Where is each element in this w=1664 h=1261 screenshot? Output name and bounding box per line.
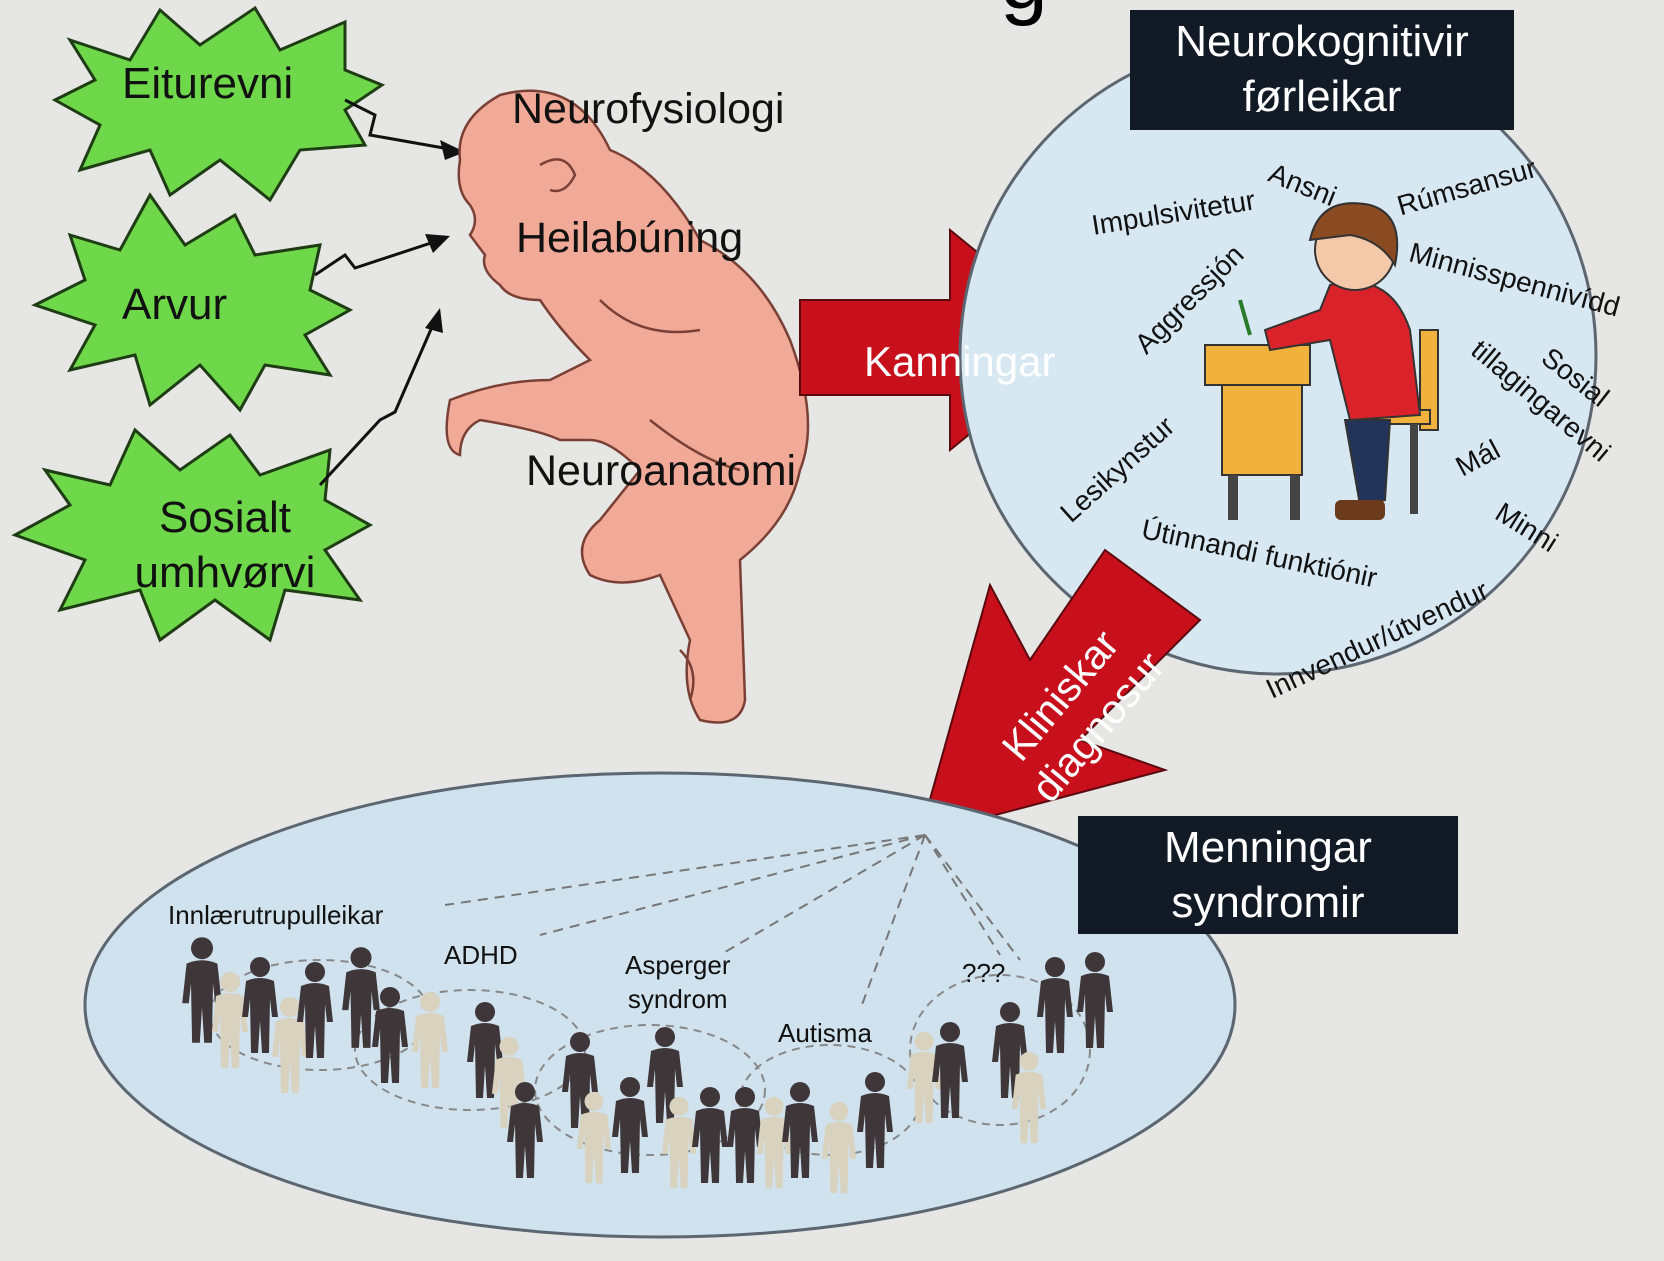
syndromes-ellipse (83, 771, 1237, 1239)
arrow-head-1 (440, 140, 465, 160)
syndromes-title-line2: syndromir (1171, 878, 1365, 927)
baby-illustration (445, 89, 810, 724)
factor-sosialt-umhvorvi: Sosialt umhvørvi (134, 493, 316, 597)
boy-at-desk-illustration (1204, 202, 1439, 520)
syndrome-asperger: Asperger syndrom (625, 952, 731, 1012)
syndrome-asperger-line2: syndrom (627, 984, 728, 1014)
burst-arvur (31, 192, 354, 413)
arrow-head-2 (425, 234, 450, 253)
syndrome-unknown: ??? (962, 958, 1006, 988)
neurocognitive-title-box: Neurokognitivir førleikar (1130, 10, 1514, 130)
factor-arvur: Arvur (122, 280, 228, 329)
neurocognitive-title-line1: Neurokognitivir (1175, 17, 1469, 66)
factor-eiturevni: Eiturevni (122, 59, 294, 108)
burst-sosialt-umhvorvi (11, 427, 374, 643)
diagnosur-arrow (918, 548, 1202, 837)
arrow-head-3 (425, 308, 443, 333)
label-neurofysiologi: Neurofysiologi (512, 85, 785, 133)
label-neuroanatomi: Neuroanatomi (526, 447, 797, 495)
syndromes-title-box: Menningar syndromir (1078, 816, 1458, 934)
syndrome-autisma: Autisma (778, 1018, 872, 1048)
burst-eiturevni (51, 5, 386, 203)
neurocognitive-title-line2: førleikar (1242, 72, 1402, 121)
syndrome-asperger-line1: Asperger (625, 950, 731, 980)
kanningar-label: Kanningar (864, 338, 1056, 385)
syndrome-innlaerutrupulleikar: Innlærutrupulleikar (168, 900, 384, 930)
label-heilabuning: Heilabúning (516, 214, 744, 262)
syndrome-adhd: ADHD (444, 940, 518, 970)
syndromes-title-line1: Menningar (1164, 823, 1372, 872)
factor-arrows (314, 98, 456, 487)
title-fragment: g (1000, 0, 1048, 27)
syndrome-lines (444, 834, 1021, 1011)
